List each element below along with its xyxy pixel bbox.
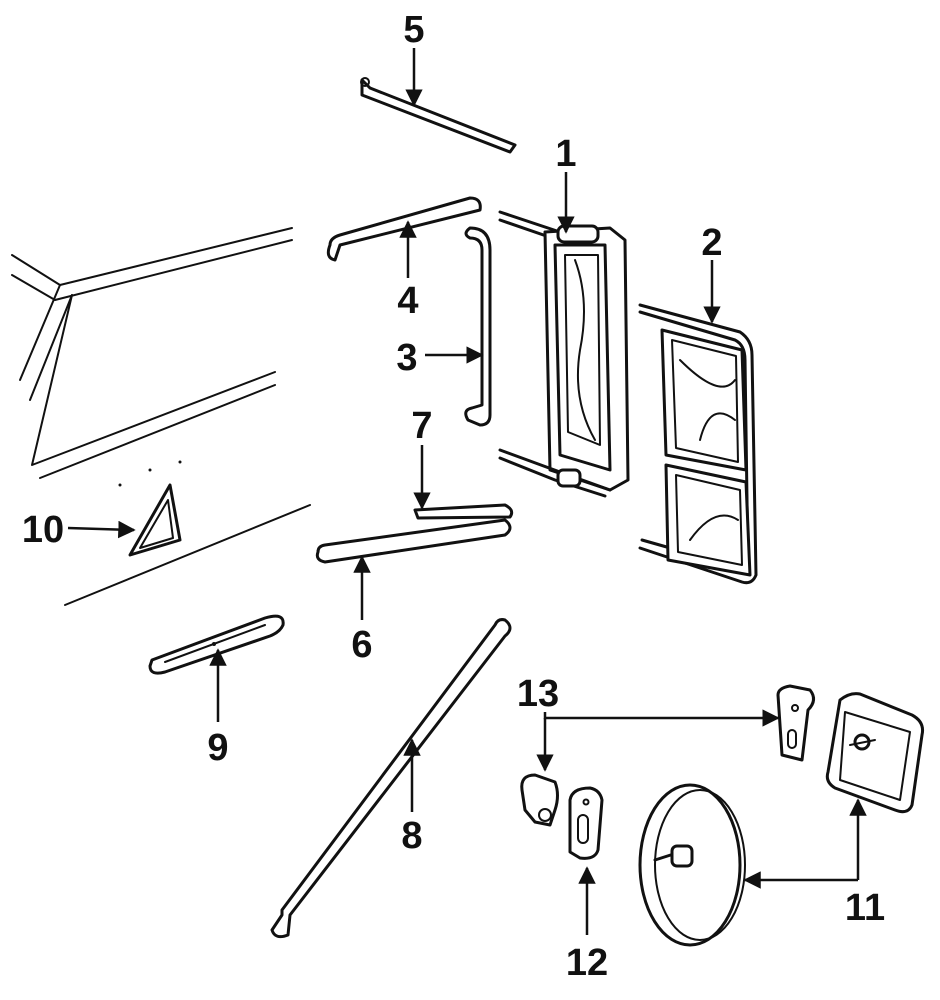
part-12-plate	[568, 786, 604, 860]
part-7-arm	[413, 503, 514, 520]
part-8-brace	[270, 618, 512, 939]
part-3-rod	[464, 226, 492, 427]
part-1-mirror-assembly	[498, 210, 630, 498]
part-13-bracket-lower	[520, 773, 559, 827]
callout-7: 7	[411, 405, 432, 447]
part-11-square-mirror	[825, 692, 924, 814]
door-body	[11, 227, 311, 606]
callout-2: 2	[701, 222, 722, 264]
part-5-upper-arm	[360, 77, 517, 154]
leader-10	[67, 520, 136, 539]
leader-lines	[67, 48, 867, 935]
callout-13: 13	[517, 673, 559, 715]
part-4-arm	[326, 196, 482, 262]
part-6-lower-arm	[315, 518, 512, 564]
part-2-mirror	[638, 303, 758, 585]
callout-4: 4	[397, 280, 418, 322]
part-13-bracket-upper	[776, 684, 815, 762]
callout-10: 10	[22, 509, 64, 551]
callout-8: 8	[401, 815, 422, 857]
callout-11: 11	[845, 887, 885, 929]
callout-6: 6	[351, 624, 372, 666]
part-11-round-mirror	[638, 783, 746, 947]
leader-13-right	[543, 709, 780, 727]
callout-5: 5	[403, 9, 424, 51]
callout-12: 12	[566, 942, 608, 984]
callout-1: 1	[555, 133, 576, 175]
part-10-bracket	[128, 483, 182, 557]
part-9-bracket	[148, 614, 285, 675]
callout-9: 9	[207, 727, 228, 769]
callout-labels: 5 1 2 4 3 7 10 6 9 8 13 12 11	[22, 9, 885, 984]
callout-3: 3	[396, 337, 417, 379]
